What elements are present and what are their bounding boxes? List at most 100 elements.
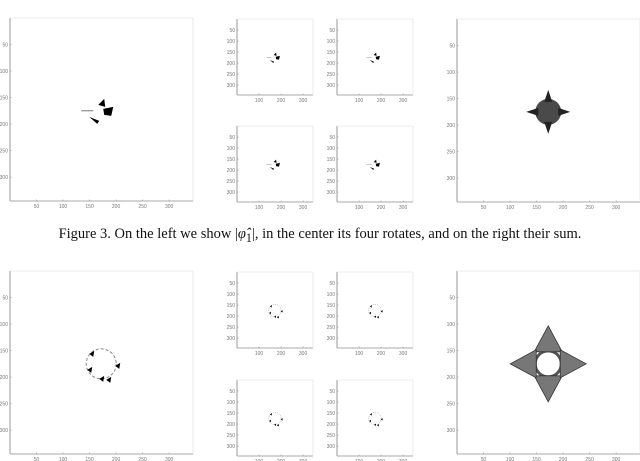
- y-tick-label: 100: [227, 39, 236, 45]
- y-tick-label: 300: [0, 175, 8, 181]
- x-tick-label: 50: [481, 205, 487, 211]
- plot-image: [268, 304, 283, 319]
- y-tick-label: 300: [227, 83, 236, 89]
- plot-image: [526, 89, 571, 134]
- black-blob: [269, 311, 272, 315]
- y-tick-label: 100: [327, 400, 336, 406]
- arrow-blob: [544, 89, 553, 102]
- x-tick-label: 300: [165, 204, 174, 210]
- y-tick-label: 100: [227, 292, 236, 298]
- y-tick-label: 50: [2, 43, 8, 49]
- x-tick-label: 200: [377, 205, 386, 211]
- y-tick-label: 50: [229, 135, 235, 141]
- y-tick-label: 50: [329, 389, 335, 395]
- x-tick-label: 100: [255, 459, 264, 461]
- caption-text-before: On the left we show |: [114, 226, 238, 242]
- x-tick-label: 100: [506, 205, 515, 211]
- y-tick-label: 300: [227, 336, 236, 342]
- y-tick-label: 50: [2, 296, 8, 302]
- y-tick-label: 200: [0, 122, 8, 128]
- black-blob: [369, 419, 372, 423]
- plot-image: [366, 159, 380, 170]
- y-tick-label: 100: [327, 39, 336, 45]
- caption-math-sub: 1: [245, 230, 252, 245]
- plot-image: [268, 412, 283, 427]
- x-tick-label: 50: [481, 457, 487, 461]
- y-tick-label: 100: [227, 146, 236, 152]
- black-blob: [106, 376, 112, 383]
- x-tick-label: 200: [559, 457, 568, 461]
- y-tick-label: 250: [227, 433, 236, 439]
- x-tick-label: 100: [355, 459, 364, 461]
- plot-image: [266, 52, 280, 63]
- y-tick-label: 250: [327, 72, 336, 78]
- star-point-blob: [509, 349, 537, 379]
- y-tick-label: 250: [0, 402, 8, 408]
- y-tick-label: 250: [327, 179, 336, 185]
- black-blob: [280, 310, 283, 313]
- black-blob: [374, 423, 377, 427]
- y-tick-label: 300: [227, 190, 236, 196]
- y-tick-label: 200: [227, 314, 236, 320]
- x-tick-label: 300: [299, 351, 308, 357]
- y-tick-label: 150: [227, 411, 236, 417]
- x-tick-label: 200: [277, 459, 286, 461]
- y-tick-label: 50: [229, 281, 235, 287]
- x-tick-label: 100: [255, 351, 264, 357]
- x-tick-label: 100: [355, 351, 364, 357]
- disc-blob: [535, 98, 562, 125]
- x-tick-label: 200: [377, 351, 386, 357]
- x-tick-label: 200: [112, 457, 121, 461]
- arrow-blob: [526, 107, 539, 116]
- y-tick-label: 200: [227, 61, 236, 67]
- x-tick-label: 300: [399, 98, 408, 104]
- x-tick-label: 200: [277, 98, 286, 104]
- x-tick-label: 100: [59, 204, 68, 210]
- y-tick-label: 150: [327, 303, 336, 309]
- y-tick-label: 250: [0, 149, 8, 155]
- y-tick-label: 300: [0, 428, 8, 434]
- ring-blob: [533, 349, 563, 379]
- y-tick-label: 150: [227, 50, 236, 56]
- plot-image: [368, 304, 383, 319]
- plot-image: [85, 348, 121, 383]
- y-tick-label: 300: [447, 428, 456, 434]
- star-point-blob: [533, 375, 563, 403]
- y-tick-label: 300: [327, 336, 336, 342]
- y-tick-label: 200: [327, 168, 336, 174]
- y-tick-label: 200: [447, 123, 456, 129]
- x-tick-label: 100: [59, 457, 68, 461]
- x-tick-label: 300: [399, 205, 408, 211]
- x-tick-label: 100: [355, 98, 364, 104]
- y-tick-label: 300: [447, 176, 456, 182]
- y-tick-label: 50: [229, 389, 235, 395]
- caption-math: φ̂: [237, 226, 246, 242]
- y-tick-label: 150: [227, 303, 236, 309]
- x-tick-label: 100: [255, 205, 264, 211]
- x-tick-label: 200: [377, 98, 386, 104]
- y-tick-label: 100: [447, 322, 456, 328]
- black-blob: [276, 423, 280, 427]
- black-blob: [115, 362, 121, 369]
- black-blob: [369, 159, 380, 170]
- plot-image: [368, 412, 383, 427]
- y-tick-label: 200: [327, 61, 336, 67]
- black-blob: [374, 315, 377, 319]
- plot-image: [366, 52, 380, 63]
- y-tick-label: 150: [327, 157, 336, 163]
- black-blob: [269, 52, 280, 63]
- plot-image: [81, 98, 114, 124]
- ring-blob: [85, 348, 117, 380]
- y-tick-label: 250: [327, 433, 336, 439]
- y-tick-label: 250: [447, 150, 456, 156]
- y-tick-label: 100: [447, 70, 456, 76]
- x-tick-label: 300: [399, 351, 408, 357]
- x-tick-label: 150: [532, 205, 541, 211]
